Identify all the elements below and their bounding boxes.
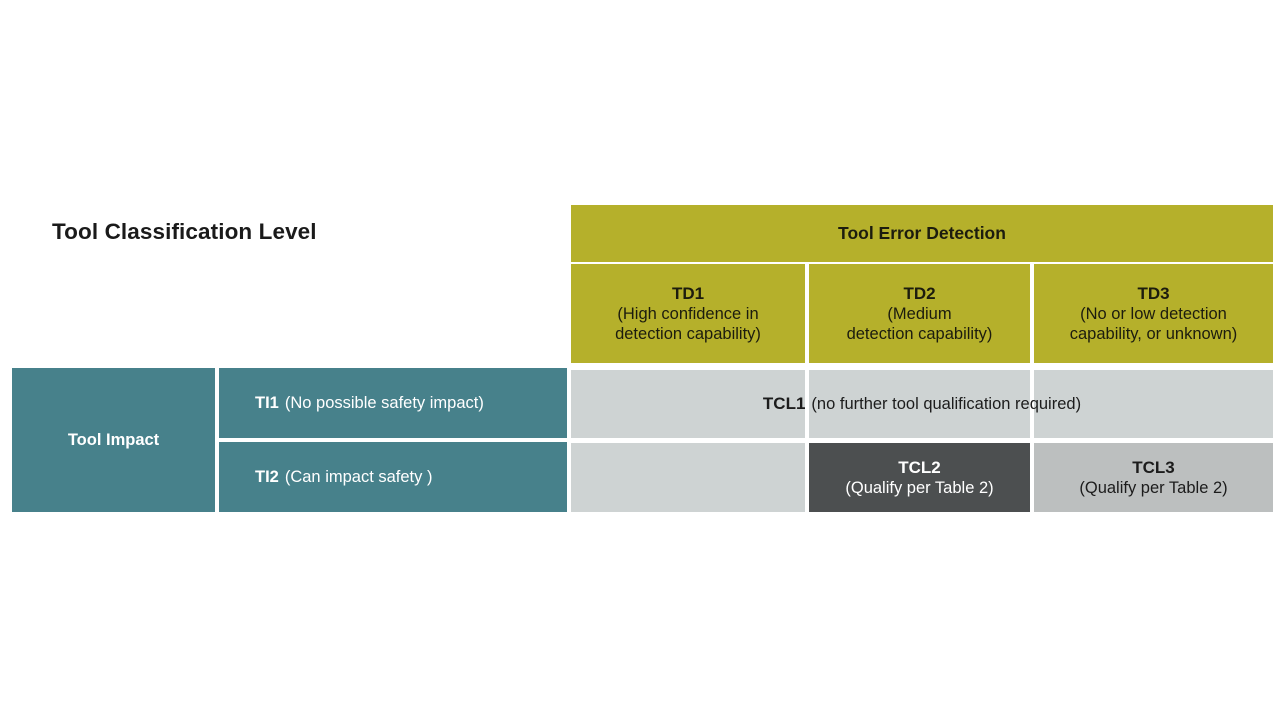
result-desc-tcl3: (Qualify per Table 2) bbox=[1079, 478, 1228, 497]
detection-desc-td1-line2: detection capability) bbox=[615, 325, 761, 343]
detection-desc-td1-line1: (High confidence in bbox=[617, 304, 759, 323]
detection-desc-td3-line1: (No or low detection bbox=[1080, 304, 1227, 323]
impact-code-ti1: TI1 bbox=[255, 393, 279, 412]
tool-impact-header: Tool Impact bbox=[12, 368, 215, 512]
tool-error-detection-label: Tool Error Detection bbox=[838, 223, 1006, 243]
result-cell-ti1-td3 bbox=[1034, 370, 1273, 438]
impact-desc-ti1: (No possible safety impact) bbox=[284, 393, 484, 412]
impact-row-ti1: TI1 (No possible safety impact) bbox=[219, 368, 567, 438]
tool-error-detection-header: Tool Error Detection bbox=[571, 205, 1273, 262]
result-code-tcl1: TCL1 bbox=[762, 394, 806, 413]
tool-impact-label: Tool Impact bbox=[67, 430, 160, 449]
impact-row-ti2: TI2 (Can impact safety ) bbox=[219, 442, 567, 512]
impact-code-ti2: TI2 bbox=[255, 467, 279, 486]
detection-desc-td2-line1: (Medium bbox=[887, 304, 952, 323]
detection-desc-td3-line2: capability, or unknown) bbox=[1069, 325, 1238, 343]
detection-column-td3: TD3 (No or low detection capability, or … bbox=[1034, 264, 1273, 363]
result-code-tcl2: TCL2 bbox=[898, 457, 941, 477]
result-cell-ti2-td2: TCL2 (Qualify per Table 2) bbox=[809, 443, 1030, 512]
result-cell-ti1-td2 bbox=[809, 370, 1030, 438]
detection-code-td3: TD3 bbox=[1137, 283, 1170, 303]
detection-desc-td2-line2: detection capability) bbox=[846, 325, 993, 343]
result-cell-ti2-td3: TCL3 (Qualify per Table 2) bbox=[1034, 443, 1273, 512]
page-title: Tool Classification Level bbox=[52, 219, 317, 244]
impact-desc-ti2: (Can impact safety ) bbox=[284, 467, 433, 486]
result-label-tcl1: TCL1 (no further tool qualification requ… bbox=[571, 370, 1273, 438]
detection-code-td1: TD1 bbox=[671, 283, 705, 303]
result-desc-tcl2: (Qualify per Table 2) bbox=[845, 478, 994, 497]
result-code-tcl3: TCL3 bbox=[1132, 457, 1175, 477]
result-row-ti1: TCL1 (no further tool qualification requ… bbox=[571, 370, 1273, 438]
detection-column-td2: TD2 (Medium detection capability) bbox=[809, 264, 1030, 363]
result-cell-ti1-td1 bbox=[571, 370, 805, 438]
detection-column-td1: TD1 (High confidence in detection capabi… bbox=[571, 264, 805, 363]
result-cell-ti2-td1 bbox=[571, 443, 805, 512]
detection-code-td2: TD2 bbox=[903, 283, 936, 303]
result-desc-tcl1: (no further tool qualification required) bbox=[811, 394, 1082, 413]
